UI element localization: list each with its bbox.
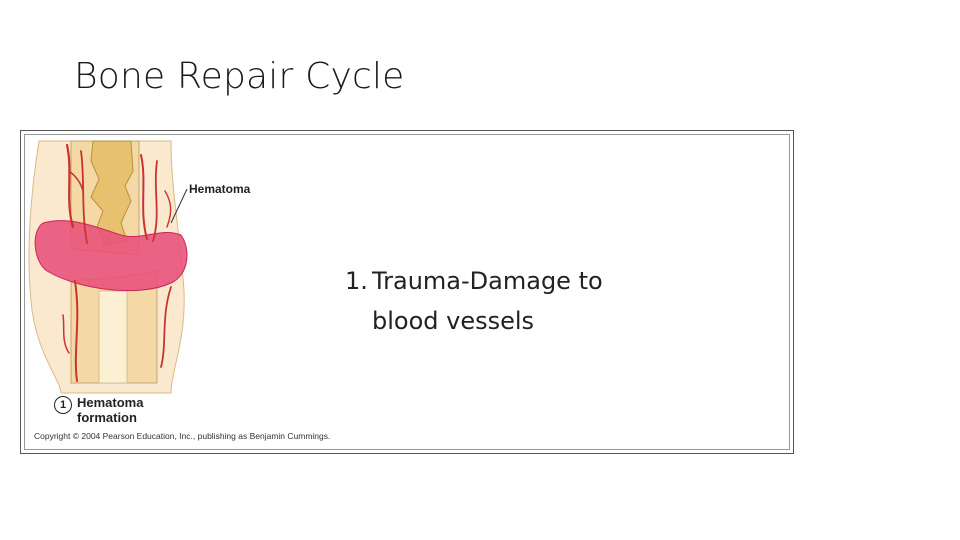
vessel xyxy=(164,190,172,228)
hematoma-label: Hematoma xyxy=(189,182,251,196)
numbered-list-item: 1. Trauma-Damage to blood vessels xyxy=(345,261,652,341)
vessel xyxy=(74,280,79,382)
vessel xyxy=(65,143,75,229)
figure-frame: Hematoma 1 Hematoma formation Copyright … xyxy=(20,130,794,454)
vessel xyxy=(62,314,70,354)
vessel xyxy=(140,154,148,240)
step-number-badge: 1 xyxy=(54,396,72,414)
vessel xyxy=(160,286,172,368)
hematoma-callout-line xyxy=(170,188,188,224)
slide-title: Bone Repair Cycle xyxy=(74,56,405,97)
vessel xyxy=(80,150,88,244)
list-item-number: 1. xyxy=(345,267,368,295)
bone-fracture-illustration xyxy=(28,140,188,394)
list-item-text: Trauma-Damage to blood vessels xyxy=(372,267,603,335)
copyright-notice: Copyright © 2004 Pearson Education, Inc.… xyxy=(34,431,331,441)
figure-inner-border xyxy=(24,134,790,450)
blood-vessels xyxy=(62,143,172,382)
step-title: Hematoma formation xyxy=(77,395,144,425)
vessel xyxy=(152,160,158,242)
hematoma xyxy=(34,220,188,292)
lower-marrow-cavity xyxy=(98,290,128,384)
